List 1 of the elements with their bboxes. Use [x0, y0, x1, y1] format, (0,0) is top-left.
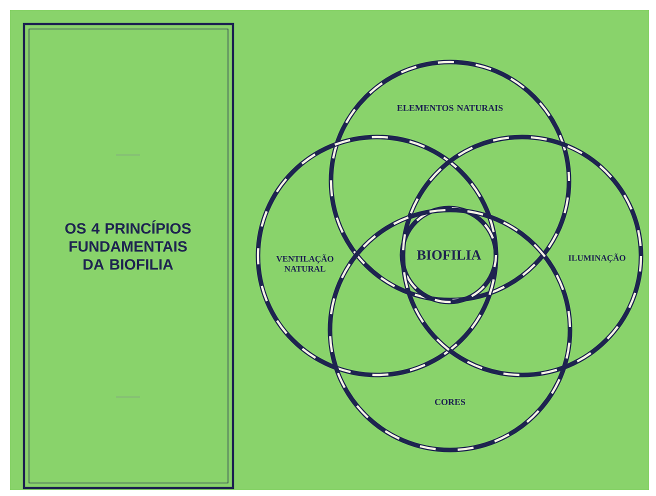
title-panel: OS 4 PRINCÍPIOS FUNDAMENTAIS DA BIOFILIA [22, 22, 234, 490]
